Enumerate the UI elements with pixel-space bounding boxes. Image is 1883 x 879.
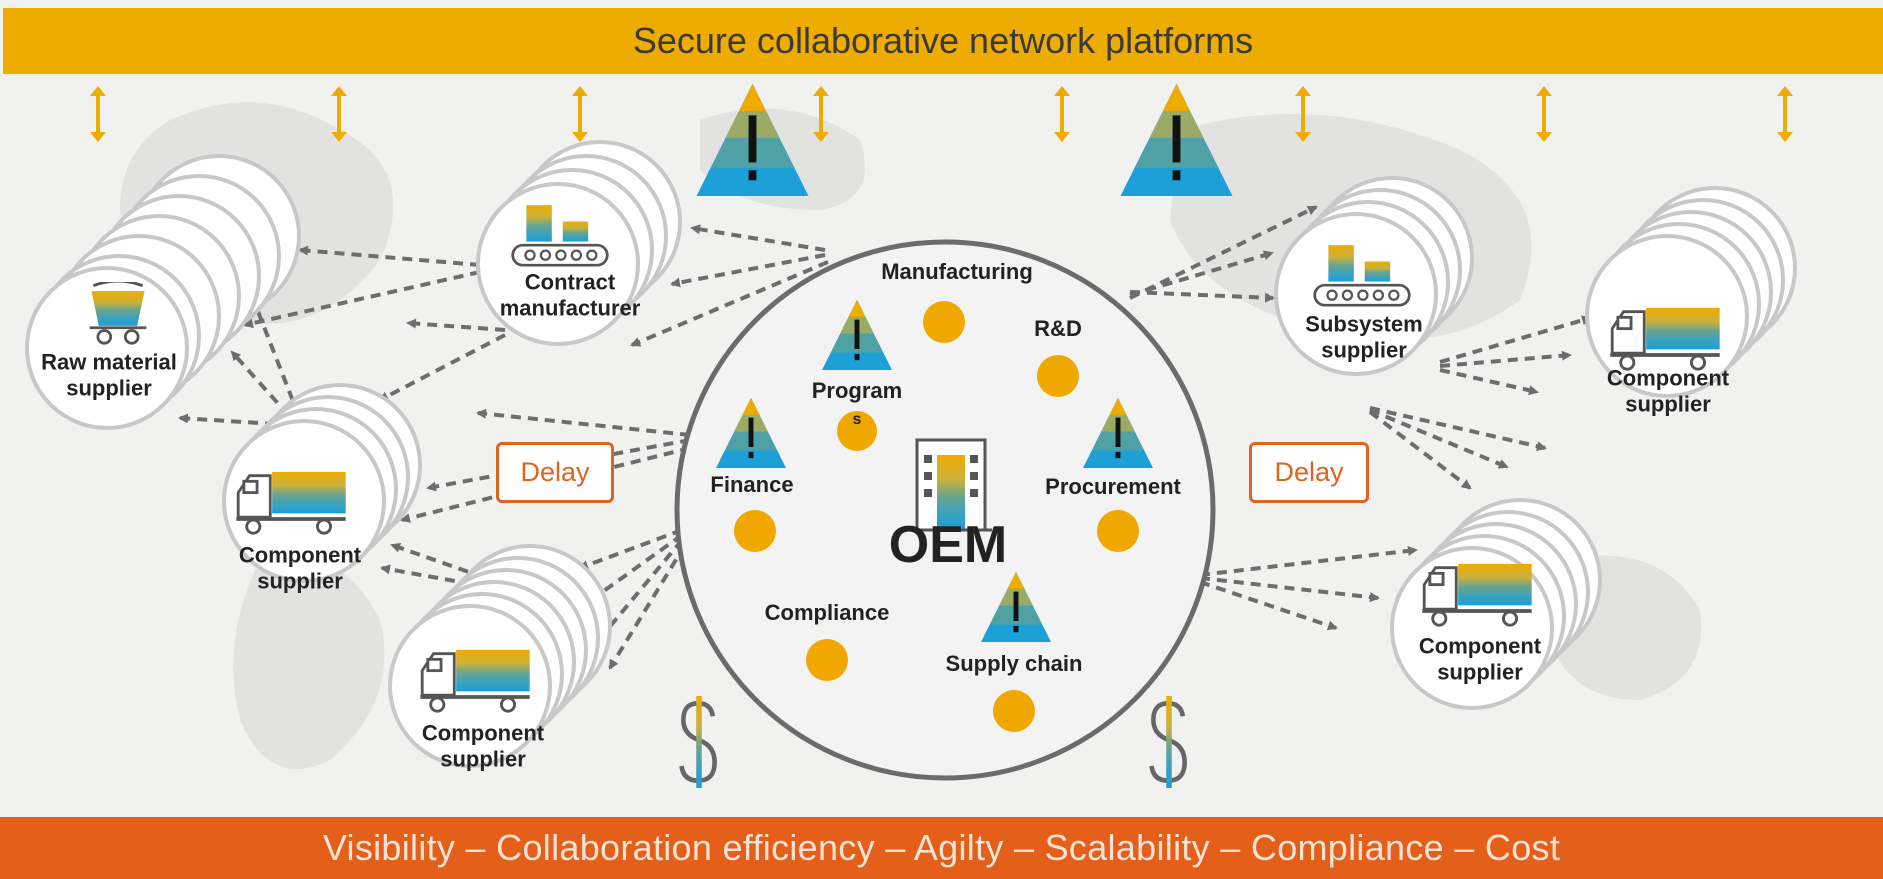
finance-label: Finance [710, 471, 794, 497]
oem-title: OEM [888, 515, 1008, 574]
procurement-label: Procurement [1045, 473, 1181, 499]
up-down-arrow-icon [1054, 86, 1070, 142]
raw-material-supplier-stack [25, 154, 301, 430]
rnd-label: R&D [1034, 315, 1082, 341]
up-down-arrow-icon [572, 86, 588, 142]
compliance-dot [806, 639, 848, 681]
procurement-dot [1097, 510, 1139, 552]
bottom-banner: Visibility – Collaboration efficiency – … [0, 817, 1883, 879]
supply-chain-label: Supply chain [945, 650, 1083, 676]
dollar-icon [1152, 696, 1185, 788]
contract-manufacturer-stack [476, 140, 682, 346]
up-down-arrow-icon [813, 86, 829, 142]
up-down-arrow-icon [1295, 86, 1311, 142]
dollar-icon [682, 696, 715, 788]
up-down-arrow-icon [1777, 86, 1793, 142]
manufacturing-label: Manufacturing [881, 258, 1033, 284]
delay-badge-right: Delay [1249, 442, 1369, 503]
compliance-label: Compliance [764, 599, 890, 625]
function-dots [734, 301, 1139, 732]
supply-chain-dot [993, 690, 1035, 732]
platform-links [90, 86, 1793, 142]
finance-dot [734, 510, 776, 552]
up-down-arrow-icon [90, 86, 106, 142]
up-down-arrow-icon [1536, 86, 1552, 142]
delay-badge-left: Delay [496, 442, 614, 503]
building-icon [910, 438, 992, 532]
programs-label: Program s [811, 378, 903, 429]
rnd-dot [1037, 355, 1079, 397]
up-down-arrow-icon [331, 86, 347, 142]
manufacturing-dot [923, 301, 965, 343]
top-banner: Secure collaborative network platforms [3, 8, 1883, 74]
programs-dot [837, 411, 877, 451]
